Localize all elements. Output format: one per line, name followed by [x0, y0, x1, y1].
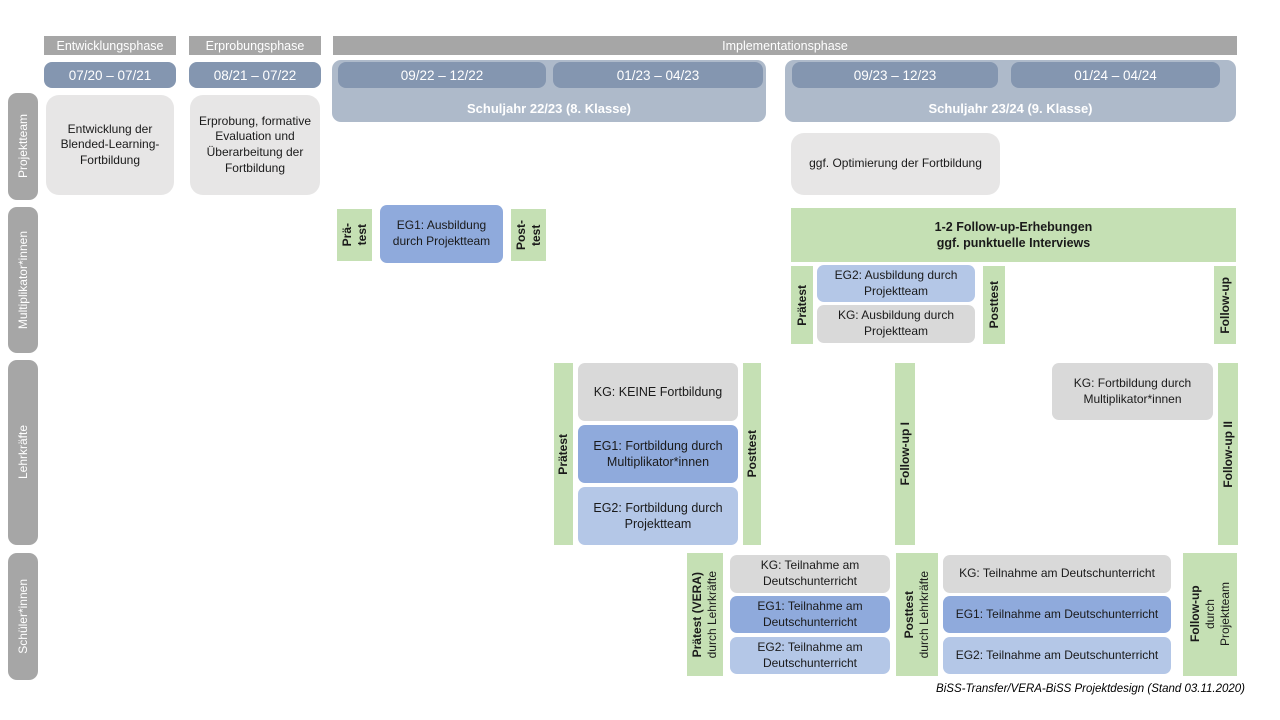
schueler-eg1-box-1: EG1: Teilnahme am Deutschunterricht: [730, 596, 890, 633]
multiplikatoren-posttest-bar-1: Post- test: [511, 209, 546, 261]
row-label-schueler: Schüler*innen: [8, 553, 38, 680]
schueler-followup-main: Follow-up: [1187, 586, 1202, 643]
schueler-kg-box-1: KG: Teilnahme am Deutschunterricht: [730, 555, 890, 593]
multiplikatoren-praetest-bar-1-text: Prä- test: [339, 223, 369, 247]
school-year-1-label: Schuljahr 22/23 (8. Klasse): [466, 100, 632, 116]
school-year-2-container: 09/23 – 12/23 01/24 – 04/24 Schuljahr 23…: [785, 60, 1236, 122]
multiplikatoren-eg2-box: EG2: Ausbildung durch Projektteam: [817, 265, 975, 302]
schueler-praetest-vera-sub: durch Lehrkräfte: [705, 570, 719, 659]
schueler-eg2-box-2: EG2: Teilnahme am Deutschunterricht: [943, 637, 1171, 674]
phase-header-entwicklung: Entwicklungsphase: [44, 36, 176, 55]
multiplikatoren-followup-bar-text: Follow-up: [1217, 276, 1232, 334]
footer-caption: BiSS-Transfer/VERA-BiSS Projektdesign (S…: [936, 683, 1245, 695]
date-bar-sy1-period2: 01/23 – 04/23: [553, 62, 763, 88]
school-year-2-label: Schuljahr 23/24 (9. Klasse): [928, 100, 1093, 116]
projektteam-entwicklung-box: Entwicklung der Blended-Learning-Fortbil…: [46, 95, 174, 195]
lehrkraefte-followup1-bar: Follow-up I: [895, 363, 915, 545]
schueler-eg2-box-1: EG2: Teilnahme am Deutschunterricht: [730, 637, 890, 674]
lehrkraefte-kg-box-1: KG: KEINE Fortbildung: [578, 363, 738, 421]
schueler-praetest-vera-main: Prätest (VERA): [690, 571, 704, 658]
schueler-praetest-vera-bar: Prätest (VERA) durch Lehrkräfte: [687, 553, 723, 676]
date-bar-entwicklung: 07/20 – 07/21: [44, 62, 176, 88]
lehrkraefte-eg2-box: EG2: Fortbildung durch Projektteam: [578, 487, 738, 545]
phase-header-erprobung: Erprobungsphase: [189, 36, 321, 55]
multiplikatoren-posttest-bar-2: Posttest: [983, 266, 1005, 344]
schueler-posttest-bar: Posttest durch Lehrkräfte: [896, 553, 938, 676]
lehrkraefte-followup1-bar-text: Follow-up I: [897, 422, 912, 486]
row-label-lehrkraefte-text: Lehrkräfte: [15, 425, 30, 480]
multiplikatoren-kg-box: KG: Ausbildung durch Projektteam: [817, 305, 975, 343]
phase-header-implementation: Implementationsphase: [333, 36, 1237, 55]
multiplikatoren-posttest-bar-2-text: Posttest: [986, 281, 1001, 329]
row-label-projektteam-text: Projektteam: [15, 114, 30, 179]
row-label-multiplikatoren: Multiplikator*innen: [8, 207, 38, 353]
row-label-lehrkraefte: Lehrkräfte: [8, 360, 38, 545]
multiplikatoren-praetest-bar-1: Prä- test: [337, 209, 372, 261]
lehrkraefte-kg-box-2: KG: Fortbildung durch Multiplikator*inne…: [1052, 363, 1213, 420]
multiplikatoren-praetest-bar-2-text: Prätest: [794, 284, 809, 326]
multiplikatoren-followup-bar: Follow-up: [1214, 266, 1236, 344]
row-label-multiplikatoren-text: Multiplikator*innen: [15, 230, 30, 330]
lehrkraefte-posttest-bar: Posttest: [743, 363, 761, 545]
row-label-schueler-text: Schüler*innen: [15, 579, 30, 654]
schueler-eg1-box-2: EG1: Teilnahme am Deutschunterricht: [943, 596, 1171, 633]
multiplikatoren-followup-erhebungen-box: 1-2 Follow-up-Erhebungen ggf. punktuelle…: [791, 208, 1236, 262]
lehrkraefte-posttest-bar-text: Posttest: [744, 430, 759, 478]
school-year-1-container: 09/22 – 12/22 01/23 – 04/23 Schuljahr 22…: [332, 60, 766, 122]
lehrkraefte-praetest-bar-text: Prätest: [556, 433, 570, 475]
lehrkraefte-eg1-box: EG1: Fortbildung durch Multiplikator*inn…: [578, 425, 738, 483]
schueler-followup-sub: durch Projektteam: [1202, 582, 1232, 647]
date-bar-sy2-period2: 01/24 – 04/24: [1011, 62, 1220, 88]
lehrkraefte-followup2-bar: Follow-up II: [1218, 363, 1238, 545]
lehrkraefte-followup2-bar-text: Follow-up II: [1220, 420, 1235, 488]
schueler-posttest-main: Posttest: [902, 590, 916, 639]
projektteam-optimierung-box: ggf. Optimierung der Fortbildung: [791, 133, 1000, 195]
date-bar-erprobung: 08/21 – 07/22: [189, 62, 321, 88]
schueler-followup-bar: Follow-up durch Projektteam: [1183, 553, 1237, 676]
multiplikatoren-eg1-box: EG1: Ausbildung durch Projektteam: [380, 205, 503, 263]
date-bar-sy2-period1: 09/23 – 12/23: [792, 62, 998, 88]
projektteam-erprobung-box: Erprobung, formative Evaluation und Über…: [190, 95, 320, 195]
schueler-kg-box-2: KG: Teilnahme am Deutschunterricht: [943, 555, 1171, 593]
multiplikatoren-praetest-bar-2: Prätest: [791, 266, 813, 344]
multiplikatoren-posttest-bar-1-text: Post- test: [513, 220, 543, 250]
date-bar-sy1-period1: 09/22 – 12/22: [338, 62, 546, 88]
schueler-posttest-sub: durch Lehrkräfte: [917, 570, 931, 659]
lehrkraefte-praetest-bar: Prätest: [554, 363, 573, 545]
row-label-projektteam: Projektteam: [8, 93, 38, 200]
